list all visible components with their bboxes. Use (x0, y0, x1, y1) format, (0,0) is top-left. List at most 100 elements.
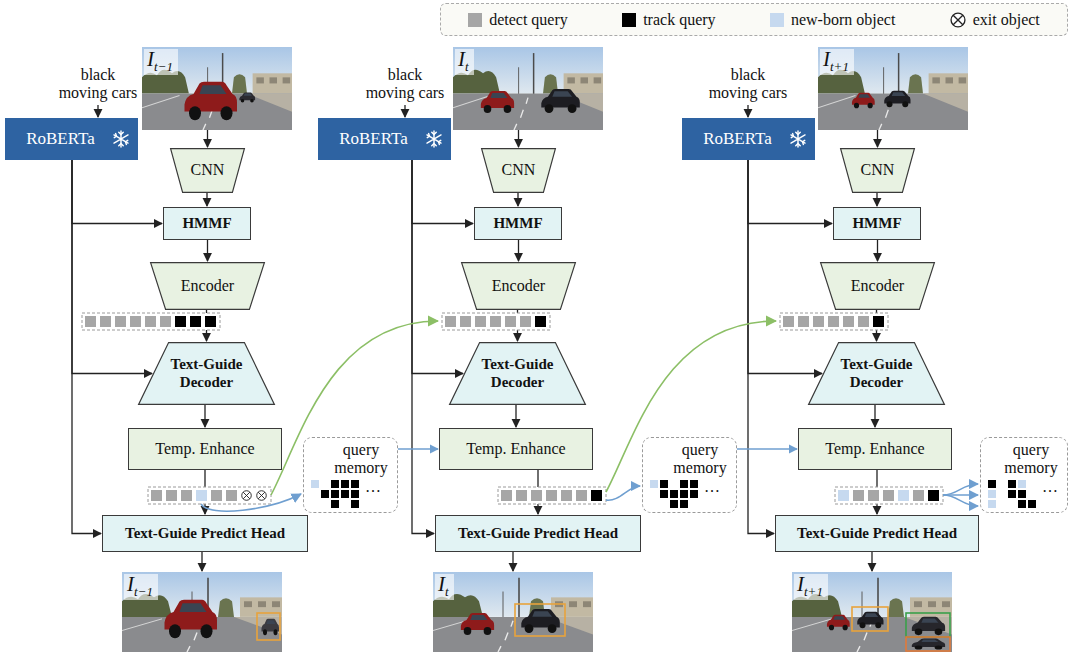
flow-arrow (412, 160, 434, 534)
prediction-head: Text-Guide Predict Head (102, 515, 308, 552)
frame-symbol: I (797, 572, 804, 596)
frame-subscript: t (445, 584, 449, 599)
box-label: Text-Guide Predict Head (125, 525, 285, 542)
temporal-block: Temp. Enhance (439, 428, 593, 470)
frame-symbol: I (147, 47, 154, 71)
legend-text: new-born object (791, 11, 895, 29)
flow-arrow (748, 160, 822, 374)
box-label: Text-Guide Decoder (161, 356, 253, 391)
legend-symbol-shape (951, 13, 965, 27)
flow-arrow (512, 552, 513, 571)
legend-swatch (622, 13, 636, 27)
frame-label: It+1 (820, 49, 854, 75)
box-label: Temp. Enhance (466, 440, 565, 458)
box-label: CNN (861, 161, 895, 179)
flow-arrow (207, 130, 208, 147)
decoder-block: Text-Guide Decoder (449, 342, 586, 405)
query-memory: query memory (642, 437, 737, 513)
frame-symbol: I (127, 572, 134, 596)
text-encoder: RoBERTa (5, 118, 138, 160)
box-label: CNN (191, 161, 225, 179)
trapezoid-shape (821, 263, 935, 310)
frame-label: It (435, 574, 454, 600)
input-frame-picture (142, 47, 968, 130)
box-label: Text-Guide Decoder (831, 356, 923, 391)
flow-arrow (72, 160, 152, 374)
box-label: RoBERTa (339, 129, 408, 149)
box-label: Encoder (492, 277, 545, 295)
memory-write-arrow (201, 484, 978, 511)
box-label: RoBERTa (26, 129, 95, 149)
frame-label: It+1 (794, 574, 828, 600)
legend-item: track query (622, 11, 715, 29)
flow-arrow (876, 193, 877, 206)
frame-label: It−1 (144, 49, 178, 75)
temporal-block: Temp. Enhance (128, 428, 282, 470)
frame-label: It−1 (124, 574, 158, 600)
legend-item: new-born object (770, 11, 895, 29)
query-text: black moving cars (363, 66, 447, 102)
output-frame: It (433, 572, 593, 652)
query-memory: query memory (303, 437, 398, 513)
memory-title: query memory (669, 441, 731, 476)
output-frame-picture (122, 572, 952, 652)
flow-arrow (877, 240, 878, 261)
flow-arrow (737, 448, 797, 449)
frame-subscript: t (465, 59, 469, 74)
frozen-icon-shape (791, 131, 805, 147)
legend-swatch (468, 13, 482, 27)
box-label: Temp. Enhance (825, 440, 924, 458)
cnn-backbone: CNN (170, 148, 245, 193)
box-label: Text-Guide Decoder (472, 356, 564, 391)
temporal-block: Temp. Enhance (798, 428, 952, 470)
box-label: Text-Guide Predict Head (797, 525, 957, 542)
prompt-arrow (98, 105, 748, 117)
trapezoid-shape (809, 343, 945, 405)
flow-arrow (206, 193, 207, 206)
text-encoder: RoBERTa (318, 118, 451, 160)
fusion-module: HMMF (163, 207, 251, 240)
query-memory: query memory (980, 437, 1068, 513)
frozen-icon (112, 130, 130, 148)
query-text: black moving cars (706, 66, 790, 102)
encoder-block: Encoder (150, 262, 265, 310)
text-encoder: RoBERTa (682, 118, 815, 160)
flow-arrow (72, 160, 101, 534)
frame-symbol: I (823, 47, 830, 71)
legend-text: exit object (973, 11, 1040, 29)
fusion-module: HMMF (474, 207, 562, 240)
prediction-head: Text-Guide Predict Head (435, 515, 641, 552)
video-frame: It+1 (818, 47, 968, 130)
flow-arrow (517, 193, 518, 206)
legend-item: exit object (950, 11, 1040, 29)
box-label: HMMF (182, 215, 231, 232)
flow-arrow (877, 130, 878, 147)
flow-arrow (874, 405, 875, 427)
box-label: Text-Guide Predict Head (458, 525, 618, 542)
trapezoid-shape (841, 149, 915, 193)
flow-arrow (748, 160, 774, 534)
box-label: Encoder (181, 277, 234, 295)
output-frame: It−1 (122, 572, 282, 652)
frame-subscript: t+1 (830, 59, 849, 74)
legend-text: track query (643, 11, 715, 29)
frame-subscript: t−1 (154, 59, 173, 74)
query-propagation-arrow (271, 321, 776, 495)
video-frame: It (453, 47, 603, 130)
video-frame: It−1 (142, 47, 292, 130)
frame-symbol: I (458, 47, 465, 71)
frozen-icon-shape (114, 131, 128, 147)
trapezoid-shape (450, 343, 586, 405)
frame-subscript: t+1 (804, 584, 823, 599)
trapezoid-shape (139, 343, 275, 405)
flow-arrow (518, 130, 519, 147)
trapezoid-shape (462, 263, 576, 310)
fusion-module: HMMF (833, 207, 921, 240)
frozen-icon (789, 130, 807, 148)
ellipsis-mark: … (1042, 478, 1062, 496)
box-label: Encoder (851, 277, 904, 295)
box-label: Temp. Enhance (155, 440, 254, 458)
frozen-icon-shape (427, 131, 441, 147)
